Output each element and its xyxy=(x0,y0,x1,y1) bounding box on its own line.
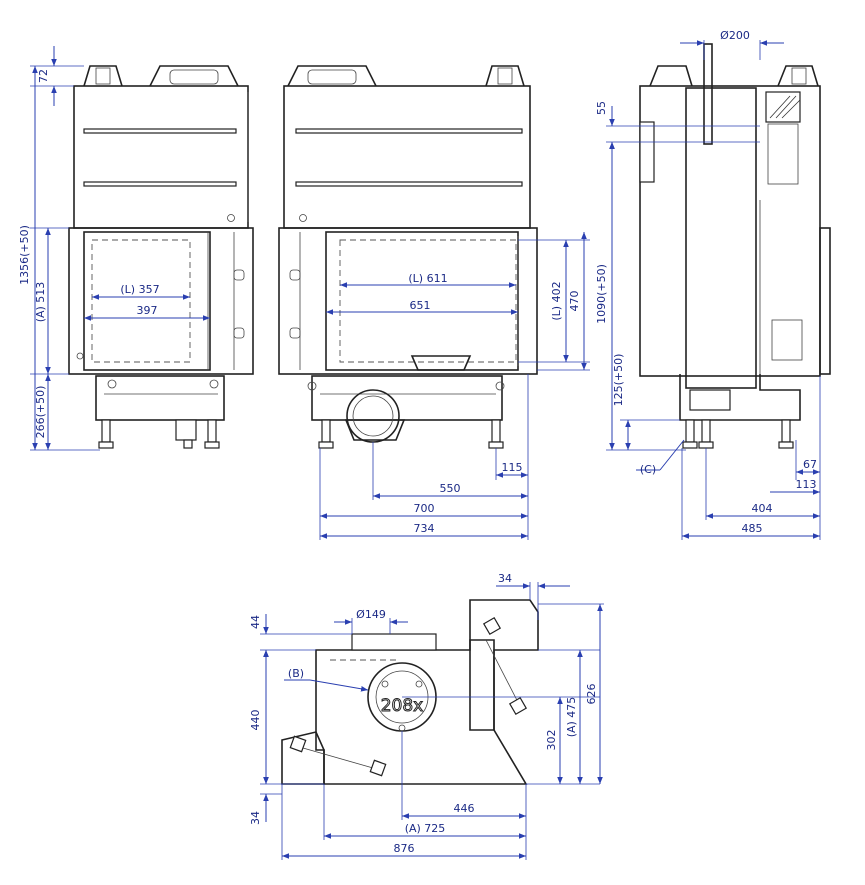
hood-body xyxy=(73,85,249,229)
front-dim-l: (L) 357 xyxy=(120,283,159,296)
top-dim-725: (A) 725 xyxy=(405,822,446,835)
air-inlet xyxy=(346,389,400,443)
side-dim-inner: 651 xyxy=(410,299,431,312)
right-dim-1090: 1090(+50) xyxy=(595,264,608,324)
right-label-c: (C) xyxy=(640,463,656,476)
right-dim-55: 55 xyxy=(595,101,608,115)
glass-door xyxy=(83,231,211,371)
top-dim-440: 440 xyxy=(249,710,262,731)
front-dim-bottom: 266(+50) xyxy=(34,386,47,439)
top-corner-block xyxy=(469,599,539,731)
top-dim-149: Ø149 xyxy=(356,608,386,621)
side-view: (L) 611 651 (L) 402 470 115 550 700 734 xyxy=(278,65,590,540)
base-2 xyxy=(311,375,503,421)
front-dim-width: 397 xyxy=(137,304,158,317)
side-dim-734: 734 xyxy=(414,522,435,535)
hood-rail-upper xyxy=(83,128,237,134)
handle-left xyxy=(83,65,123,87)
right-dim-404: 404 xyxy=(752,502,773,515)
hood-rail-lower xyxy=(83,181,237,187)
base xyxy=(95,375,225,421)
front-view: 72 1356(+50) (A) 513 266(+50) (L) 357 39… xyxy=(18,46,254,451)
section-body xyxy=(639,85,821,377)
top-dim-302: 302 xyxy=(545,730,558,751)
side-dim-height: 470 xyxy=(568,291,581,312)
firebox-frame-2 xyxy=(278,227,538,375)
right-view: Ø200 55 1090(+50) 125(+50) (C) 67 113 40… xyxy=(595,29,831,540)
top-dim-876: 876 xyxy=(394,842,415,855)
side-dim-l: (L) 611 xyxy=(408,272,447,285)
front-dim-72: 72 xyxy=(37,69,50,83)
top-collar xyxy=(351,633,437,651)
top-label-b: (B) xyxy=(288,667,304,680)
ash-lip xyxy=(410,355,472,371)
handle-right-2 xyxy=(485,65,525,87)
handle-right xyxy=(149,65,239,87)
right-dim-125: 125(+50) xyxy=(612,354,625,407)
top-label-208: 208x xyxy=(381,696,424,716)
feet-3 xyxy=(682,419,794,449)
right-dim-67: 67 xyxy=(803,458,817,471)
top-dim-626: 626 xyxy=(585,684,598,705)
front-dim-total: 1356(+50) xyxy=(18,225,31,285)
side-dim-550: 550 xyxy=(440,482,461,495)
feet xyxy=(98,419,220,449)
right-dim-485: 485 xyxy=(742,522,763,535)
top-dim-446: 446 xyxy=(454,802,475,815)
top-dim-34-left: 34 xyxy=(249,811,262,825)
top-dim-44: 44 xyxy=(249,615,262,629)
firebox-frame xyxy=(68,227,254,375)
flue-channel xyxy=(685,87,757,389)
hood-body-2 xyxy=(283,85,531,229)
viewing-area xyxy=(91,239,191,363)
handle-left-2 xyxy=(287,65,377,87)
feet-2 xyxy=(318,419,504,449)
right-dim-diameter: Ø200 xyxy=(720,29,750,42)
fan-box xyxy=(175,419,197,441)
side-dim-700: 700 xyxy=(414,502,435,515)
top-view: 34 44 Ø149 (B) 208x 440 302 (A) 475 626 … xyxy=(249,572,604,860)
top-dim-34-top: 34 xyxy=(498,572,512,585)
side-dim-l-height: (L) 402 xyxy=(550,281,563,320)
top-dim-475: (A) 475 xyxy=(565,697,578,738)
side-dim-115: 115 xyxy=(502,461,523,474)
right-dim-113: 113 xyxy=(796,478,817,491)
front-dim-a: (A) 513 xyxy=(34,282,47,323)
